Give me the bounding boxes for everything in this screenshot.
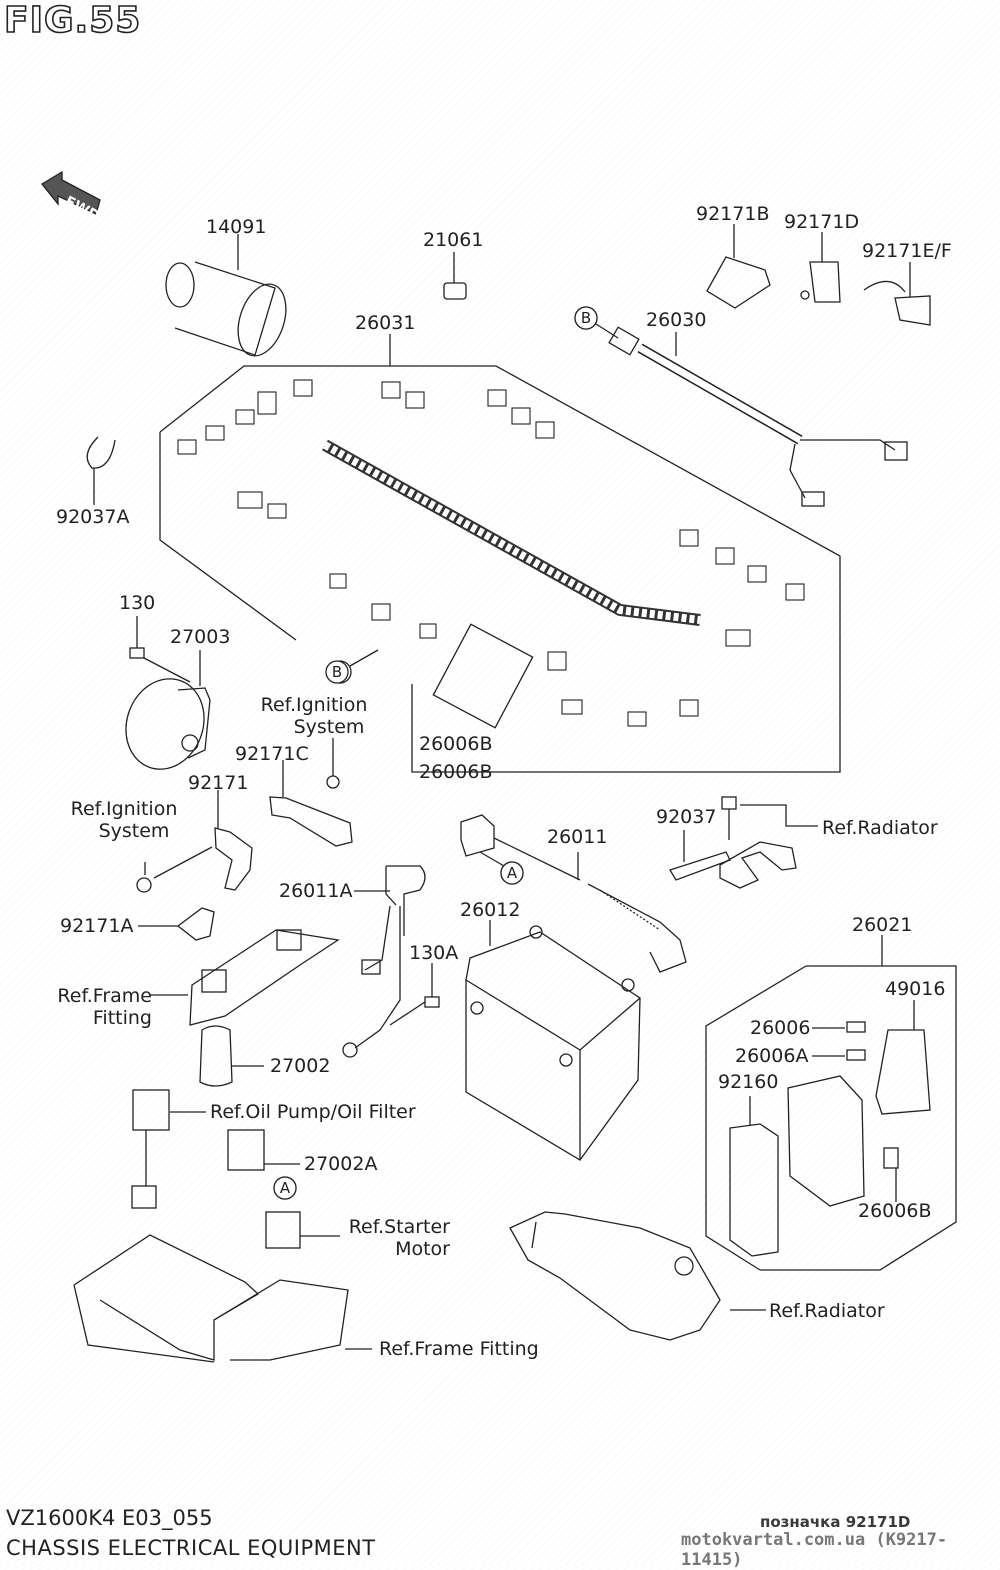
- ref-starter-motor: Ref.Starter Motor: [340, 1216, 450, 1260]
- part-label-26011[interactable]: 26011: [547, 826, 608, 848]
- ref-frame-fitting-upper-line1: Ref.Frame: [57, 985, 152, 1007]
- part-label-92171D[interactable]: 92171D: [784, 211, 860, 233]
- part-label-27002[interactable]: 27002: [270, 1055, 331, 1077]
- callout-circles: [273, 306, 598, 1200]
- ref-oil-pump-oil-filter: Ref.Oil Pump/Oil Filter: [210, 1101, 416, 1123]
- part-label-26012[interactable]: 26012: [460, 899, 521, 921]
- part-label-26031[interactable]: 26031: [355, 312, 416, 334]
- part-label-26006B-harness-1[interactable]: 26006B: [419, 733, 493, 755]
- part-label-26030[interactable]: 26030: [646, 309, 707, 331]
- watermark-site: motokvartal.com.ua (K9217-11415): [681, 1530, 948, 1570]
- clip-drawings: [706, 224, 931, 326]
- harness-26030-drawing: [574, 306, 908, 507]
- ref-ignition-system-upper: Ref.Ignition System: [252, 694, 376, 738]
- horn-27003-drawing: [125, 616, 211, 770]
- part-label-27003[interactable]: 27003: [170, 626, 231, 648]
- ref-frame-fitting-upper: Ref.Frame Fitting: [44, 985, 152, 1029]
- part-label-92160[interactable]: 92160: [718, 1071, 779, 1093]
- ref-ignition-system-lower: Ref.Ignition System: [62, 798, 186, 842]
- part-label-92171EF[interactable]: 92171E/F: [862, 240, 952, 262]
- part-label-92037[interactable]: 92037: [656, 806, 717, 828]
- watermark-note: позначка 92171D: [760, 1513, 911, 1531]
- frame-fitting-drawing: [138, 907, 340, 1026]
- callout-A-cable: A: [506, 864, 518, 882]
- callout-B-top: B: [580, 309, 592, 327]
- callout-A-relay: A: [279, 1179, 291, 1197]
- fwd-arrow-icon: FWD: [41, 170, 102, 225]
- ref-ignition-upper-line2: System: [293, 716, 365, 738]
- model-code: VZ1600K4 E03_055: [6, 1506, 213, 1530]
- part-label-130A[interactable]: 130A: [409, 942, 459, 964]
- part-label-92171[interactable]: 92171: [188, 772, 249, 794]
- ref-ignition-lower-line2: System: [98, 820, 170, 842]
- cable-26011A-drawing: [342, 865, 440, 1058]
- battery-case-drawing: [73, 1234, 372, 1363]
- band-92037A-drawing: [86, 436, 116, 505]
- figure-title: FIG.55: [3, 0, 142, 42]
- part-label-92171C[interactable]: 92171C: [235, 743, 309, 765]
- part-14091-drawing: [165, 234, 287, 357]
- part-label-26006A[interactable]: 26006A: [735, 1045, 809, 1067]
- callout-B-bottom: B: [331, 663, 343, 681]
- part-label-27002A[interactable]: 27002A: [304, 1153, 378, 1175]
- part-label-26006[interactable]: 26006: [750, 1017, 811, 1039]
- ref-ignition-lower-line1: Ref.Ignition: [70, 798, 178, 820]
- fusebox-26021-drawing: [705, 935, 957, 1271]
- part-label-92171A[interactable]: 92171A: [60, 915, 134, 937]
- part-label-92171B[interactable]: 92171B: [696, 203, 770, 225]
- part-label-26006B-harness-2[interactable]: 26006B: [419, 761, 493, 783]
- ref-starter-line2: Motor: [395, 1238, 450, 1260]
- bracket-92171C-drawing: [269, 738, 353, 847]
- part-label-21061[interactable]: 21061: [423, 229, 484, 251]
- part-label-92037A[interactable]: 92037A: [56, 506, 130, 528]
- part-label-130[interactable]: 130: [119, 592, 156, 614]
- ref-frame-fitting-upper-line2: Fitting: [92, 1007, 152, 1029]
- ref-radiator-bracket: Ref.Radiator: [822, 817, 938, 839]
- ref-starter-line1: Ref.Starter: [348, 1216, 450, 1238]
- part-label-49016[interactable]: 49016: [885, 978, 946, 1000]
- part-21061-drawing: [443, 252, 467, 300]
- reservoir-drawing: [509, 1211, 766, 1341]
- part-label-26006B-fusebox[interactable]: 26006B: [858, 1200, 932, 1222]
- bracket-92171-drawing: [136, 790, 253, 893]
- battery-26012-drawing: [465, 920, 641, 1161]
- radiator-bracket-drawing: [669, 796, 818, 889]
- ref-frame-fitting-lower: Ref.Frame Fitting: [379, 1338, 539, 1360]
- ref-radiator-reservoir: Ref.Radiator: [769, 1300, 885, 1322]
- part-label-26011A[interactable]: 26011A: [279, 880, 353, 902]
- part-label-26021[interactable]: 26021: [852, 914, 913, 936]
- section-title: CHASSIS ELECTRICAL EQUIPMENT: [6, 1536, 376, 1560]
- ref-ignition-upper-line1: Ref.Ignition: [260, 694, 368, 716]
- part-label-14091[interactable]: 14091: [206, 216, 267, 238]
